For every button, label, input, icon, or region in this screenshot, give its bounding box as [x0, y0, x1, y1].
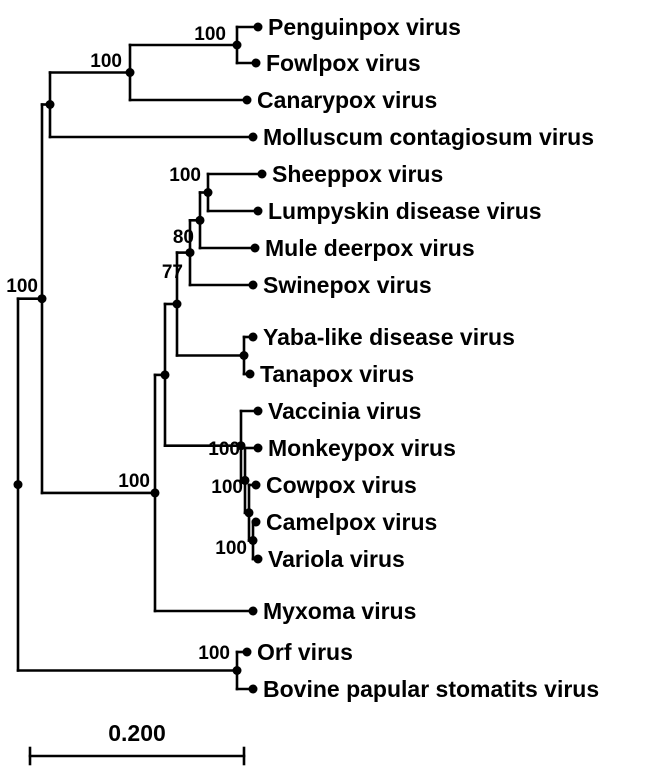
- taxa-labels: Penguinpox virus Fowlpox virus Canarypox…: [257, 14, 599, 702]
- taxon-monkeypox: Monkeypox virus: [268, 435, 456, 461]
- taxon-lumpyskin: Lumpyskin disease virus: [268, 198, 542, 224]
- taxon-bovine-papular-stomatits: Bovine papular stomatits virus: [263, 676, 599, 702]
- taxon-cowpox: Cowpox virus: [266, 472, 417, 498]
- bootstrap-middle-clade: 100: [118, 471, 150, 492]
- branch-lines: [16, 25, 264, 691]
- taxon-myxoma: Myxoma virus: [263, 598, 416, 624]
- bootstrap-main-left-clade: 100: [6, 276, 38, 297]
- bootstrap-orf-bovine: 100: [198, 643, 230, 664]
- taxon-orf: Orf virus: [257, 639, 353, 665]
- taxon-molluscum: Molluscum contagiosum virus: [263, 124, 594, 150]
- taxon-tanapox: Tanapox virus: [260, 361, 414, 387]
- bootstrap-monkeypox-clade: 100: [208, 439, 240, 460]
- node-dots: [13, 22, 267, 694]
- bootstrap-capripox-muledeerpox: 80: [173, 227, 194, 248]
- bootstrap-labels: 100 100 100 80 77 100 100 100 100 100 10…: [6, 24, 247, 664]
- scale-bar-label: 0.200: [108, 720, 166, 746]
- bootstrap-avipox-clade: 100: [90, 51, 122, 72]
- taxon-vaccinia: Vaccinia virus: [268, 398, 421, 424]
- taxon-camelpox: Camelpox virus: [266, 509, 437, 535]
- bootstrap-capripox-swinepox: 77: [162, 262, 183, 283]
- taxon-mule-deerpox: Mule deerpox virus: [265, 235, 475, 261]
- taxon-variola: Variola virus: [268, 546, 405, 572]
- taxon-fowlpox: Fowlpox virus: [266, 50, 421, 76]
- scale-bar: 0.200: [28, 720, 246, 766]
- taxon-sheeppox: Sheeppox virus: [272, 161, 443, 187]
- taxon-canarypox: Canarypox virus: [257, 87, 437, 113]
- taxon-swinepox: Swinepox virus: [263, 272, 432, 298]
- taxon-penguinpox: Penguinpox virus: [268, 14, 461, 40]
- bootstrap-cowpox-clade: 100: [211, 477, 243, 498]
- bootstrap-sheeppox-lumpyskin: 100: [169, 165, 201, 186]
- taxon-yaba-like: Yaba-like disease virus: [263, 324, 515, 350]
- bootstrap-camelpox-variola: 100: [215, 538, 247, 559]
- bootstrap-penguinpox-fowlpox: 100: [194, 24, 226, 45]
